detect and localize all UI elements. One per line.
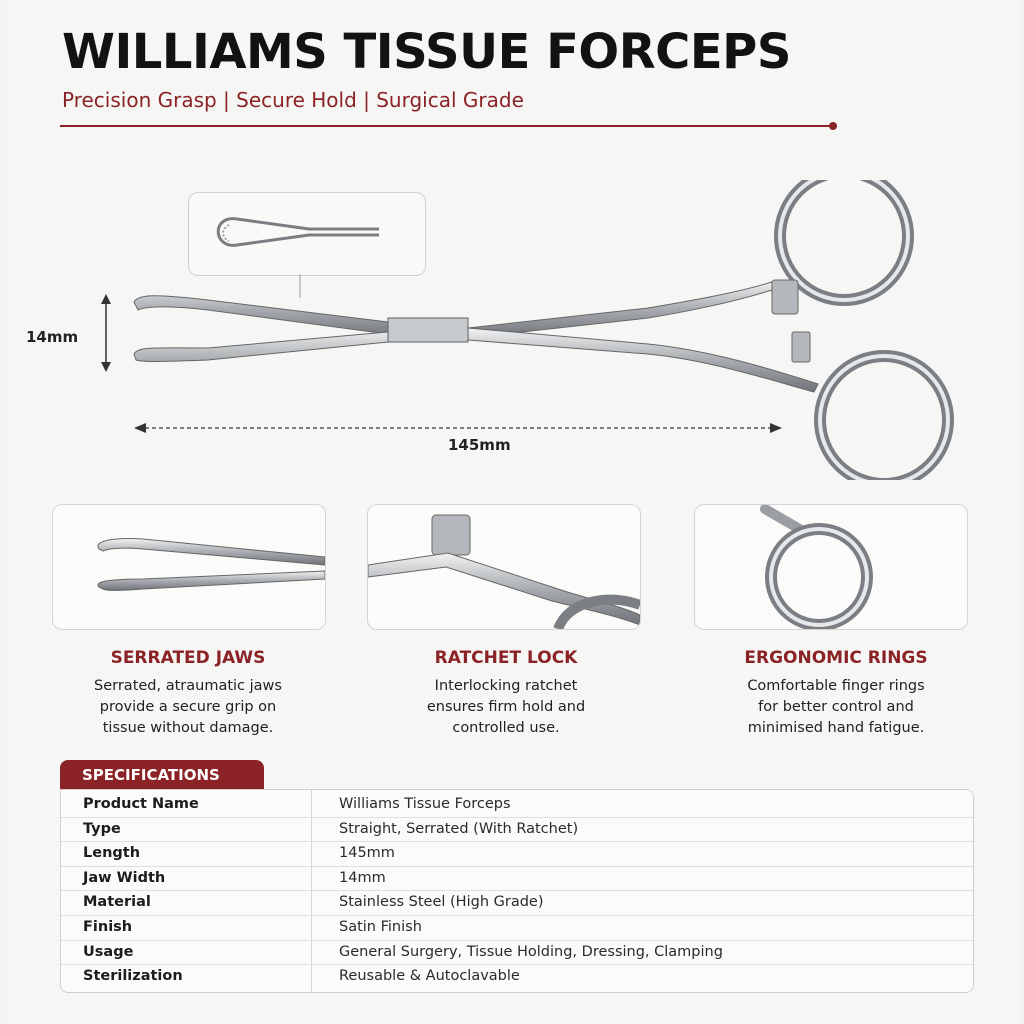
feature-card-serrated-jaws: [52, 504, 326, 630]
feature-card-ergonomic-rings: [694, 504, 968, 630]
ratchet-lock-illustration: [368, 514, 640, 629]
jaw-tip-illustration: [216, 217, 379, 247]
feature-desc-line: minimised hand fatigue.: [747, 720, 925, 736]
spec-row: Sterilization Reusable & Autoclavable: [61, 964, 973, 989]
page-title: WILLIAMS TISSUE FORCEPS: [62, 24, 791, 80]
spec-value: Williams Tissue Forceps: [339, 796, 511, 812]
spec-key: Usage: [83, 943, 134, 960]
feature-desc-serrated-jaws: Serrated, atraumatic jaws provide a secu…: [38, 676, 338, 739]
spec-value: 145mm: [339, 845, 395, 862]
spec-key: Jaw Width: [83, 869, 166, 886]
title-rule: [60, 125, 832, 127]
feature-desc-line: provide a secure grip on: [99, 699, 277, 715]
serrated-jaws-illustration: [97, 538, 325, 591]
spec-row: Material Stainless Steel (High Grade): [61, 890, 973, 916]
spec-key: Product Name: [83, 796, 199, 812]
feature-desc-line: for better control and: [758, 699, 914, 715]
spec-row: Product Name Williams Tissue Forceps: [61, 792, 973, 818]
specifications-tab: SPECIFICATIONS: [60, 760, 264, 790]
feature-desc-line: tissue without damage.: [102, 720, 274, 736]
spec-key: Length: [83, 845, 141, 862]
feature-desc-line: Comfortable finger rings: [747, 678, 925, 694]
length-dimension-label: 145mm: [448, 436, 511, 454]
feature-desc-ratchet-lock: Interlocking ratchet ensures firm hold a…: [356, 676, 656, 739]
feature-desc-line: controlled use.: [452, 720, 560, 736]
spec-row: Length 145mm: [61, 841, 973, 867]
spec-key: Finish: [83, 919, 133, 935]
spec-value: Straight, Serrated (With Ratchet): [339, 820, 579, 837]
feature-desc-ergonomic-rings: Comfortable finger rings for better cont…: [686, 676, 986, 739]
forceps-main-illustration: [101, 180, 954, 480]
feature-desc-line: Serrated, atraumatic jaws: [94, 678, 282, 694]
jaw-tip-inset: [188, 192, 426, 276]
spec-value: General Surgery, Tissue Holding, Dressin…: [339, 943, 723, 960]
spec-key: Type: [83, 820, 121, 837]
spec-row: Finish Satin Finish: [61, 915, 973, 941]
height-dimension-label: 14mm: [26, 328, 79, 346]
product-sheet: WILLIAMS TISSUE FORCEPS Precision Grasp …: [8, 0, 1020, 1024]
spec-value: Reusable & Autoclavable: [339, 968, 520, 985]
feature-title-ratchet-lock: RATCHET LOCK: [434, 648, 578, 668]
spec-row: Type Straight, Serrated (With Ratchet): [61, 817, 973, 843]
title-rule-dot: [829, 122, 837, 130]
page-subtitle: Precision Grasp | Secure Hold | Surgical…: [62, 88, 524, 112]
feature-desc-line: Interlocking ratchet: [434, 678, 578, 694]
ergonomic-rings-illustration: [760, 505, 873, 629]
spec-row: Jaw Width 14mm: [61, 866, 973, 892]
spec-key: Sterilization: [83, 968, 183, 985]
feature-title-ergonomic-rings: ERGONOMIC RINGS: [744, 648, 928, 668]
specifications-table: Product Name Williams Tissue Forceps Typ…: [60, 789, 974, 993]
feature-title-serrated-jaws: SERRATED JAWS: [110, 648, 266, 668]
spec-value: Satin Finish: [339, 919, 422, 935]
feature-desc-line: ensures firm hold and: [426, 699, 586, 715]
spec-value: Stainless Steel (High Grade): [339, 894, 544, 911]
spec-value: 14mm: [339, 869, 386, 886]
spec-key: Material: [83, 894, 151, 911]
spec-row: Usage General Surgery, Tissue Holding, D…: [61, 940, 973, 966]
feature-card-ratchet-lock: [367, 504, 641, 630]
